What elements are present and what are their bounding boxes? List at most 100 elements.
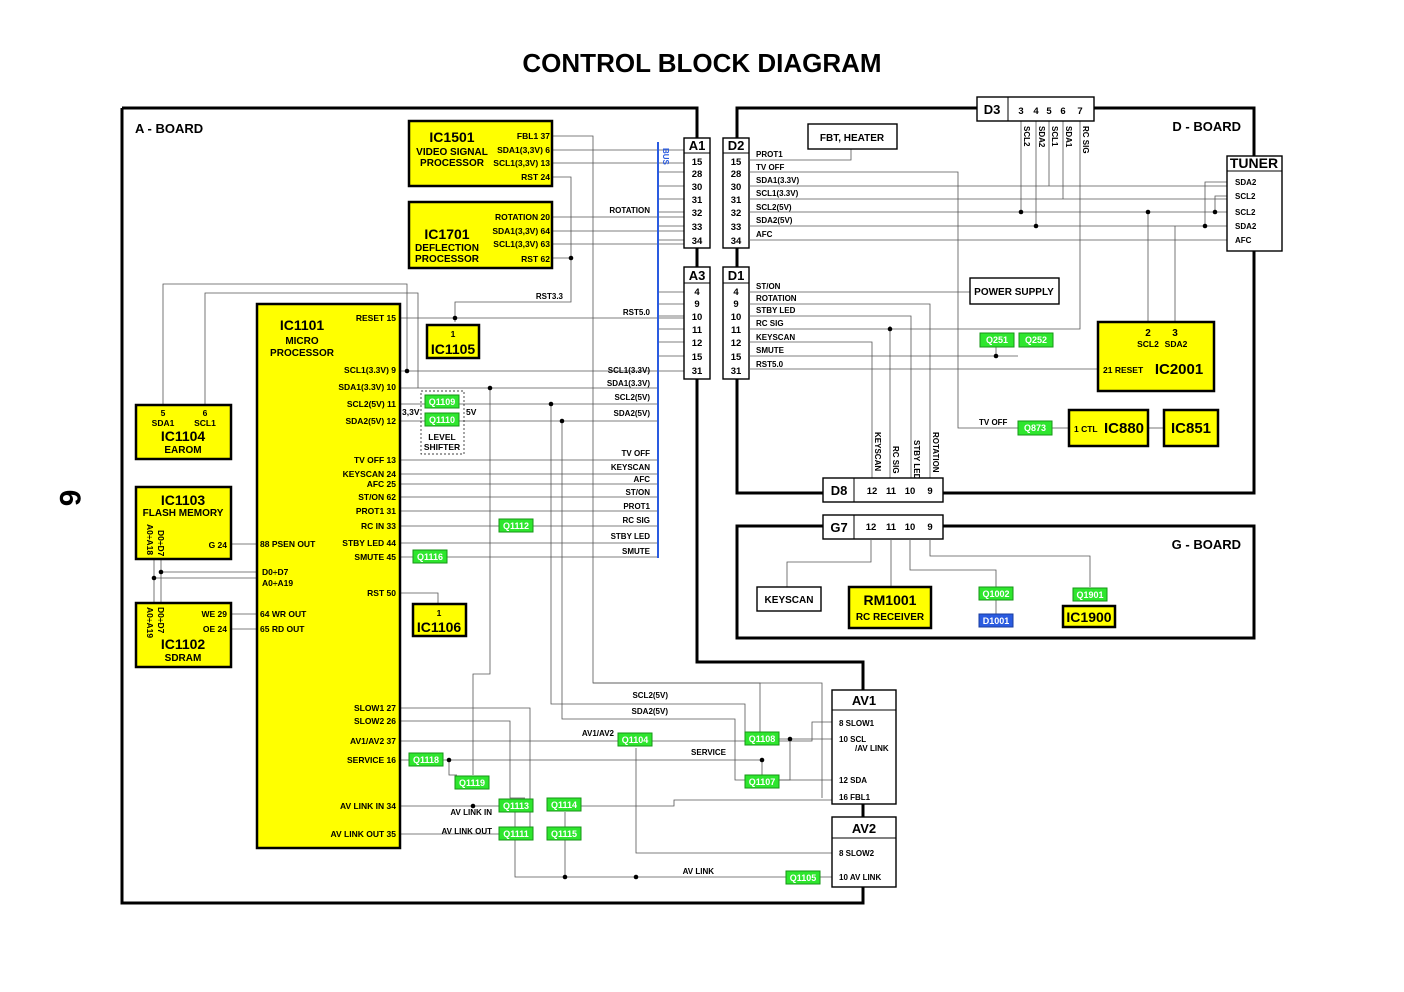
svg-text:9: 9 bbox=[733, 299, 738, 310]
svg-text:34: 34 bbox=[731, 236, 742, 247]
svg-text:D2: D2 bbox=[728, 138, 745, 153]
ic1501-block: IC1501 VIDEO SIGNAL PROCESSOR FBL1 37 SD… bbox=[407, 119, 554, 188]
d-board-label: D - BOARD bbox=[1172, 119, 1241, 134]
svg-text:32: 32 bbox=[731, 208, 742, 219]
svg-text:4: 4 bbox=[733, 287, 739, 298]
svg-text:IC1106: IC1106 bbox=[417, 619, 462, 635]
a-board-signal-labels: ROTATION RST3.3 RST5.0 SCL1(3.3V) SDA1(3… bbox=[441, 206, 726, 876]
svg-text:KEYSCAN: KEYSCAN bbox=[611, 463, 650, 472]
transistor-q1107: Q1107 bbox=[744, 774, 780, 789]
svg-text:KEYSCAN: KEYSCAN bbox=[756, 333, 795, 342]
svg-text:SMUTE: SMUTE bbox=[622, 547, 651, 556]
level-shifter: 3,3V 5V LEVEL SHIFTER bbox=[402, 390, 477, 455]
svg-text:31: 31 bbox=[731, 366, 742, 377]
svg-text:PROT1: PROT1 bbox=[756, 150, 783, 159]
svg-text:STBY LED 44: STBY LED 44 bbox=[342, 538, 396, 548]
av2-connector: AV2 8 SLOW2 10 AV LINK bbox=[831, 816, 897, 888]
g-keyscan-block: KEYSCAN bbox=[756, 586, 822, 612]
svg-text:5: 5 bbox=[161, 408, 166, 418]
svg-text:SCL1(3,3V) 13: SCL1(3,3V) 13 bbox=[493, 158, 550, 168]
svg-text:SDA2: SDA2 bbox=[1235, 178, 1257, 187]
svg-text:AV LINK: AV LINK bbox=[683, 867, 715, 876]
svg-text:SDA1(3.3V) 10: SDA1(3.3V) 10 bbox=[338, 382, 396, 392]
svg-text:A1: A1 bbox=[689, 138, 706, 153]
transistor-q1113: Q1113 bbox=[498, 798, 534, 813]
svg-text:G7: G7 bbox=[830, 520, 847, 535]
svg-text:Q1118: Q1118 bbox=[413, 755, 439, 765]
transistor-q1108: Q1108 bbox=[744, 731, 780, 746]
svg-text:KEYSCAN: KEYSCAN bbox=[765, 595, 814, 606]
transistor-q1002: Q1002 bbox=[978, 586, 1014, 601]
svg-text:D8: D8 bbox=[831, 483, 848, 498]
svg-text:SDA1(3,3V) 6: SDA1(3,3V) 6 bbox=[497, 145, 550, 155]
svg-text:IC2001: IC2001 bbox=[1155, 361, 1203, 378]
svg-text:65 RD OUT: 65 RD OUT bbox=[260, 624, 305, 634]
connector-d1: D1 4 9 10 11 12 15 31 bbox=[722, 266, 750, 380]
svg-text:3: 3 bbox=[1172, 328, 1178, 339]
svg-text:/AV LINK: /AV LINK bbox=[855, 744, 889, 753]
svg-text:10: 10 bbox=[905, 522, 916, 533]
svg-text:TV OFF 13: TV OFF 13 bbox=[354, 455, 396, 465]
svg-text:SDA2: SDA2 bbox=[1037, 126, 1046, 148]
svg-text:SCL1: SCL1 bbox=[194, 418, 216, 428]
transistor-q1104: Q1104 bbox=[617, 732, 653, 747]
svg-text:IC1701: IC1701 bbox=[424, 226, 469, 242]
svg-text:RC RECEIVER: RC RECEIVER bbox=[856, 612, 925, 623]
a-board-junctions bbox=[151, 255, 793, 880]
svg-text:AV LINK OUT: AV LINK OUT bbox=[441, 827, 492, 836]
power-supply-block: POWER SUPPLY bbox=[969, 277, 1060, 305]
svg-text:FBL1 37: FBL1 37 bbox=[517, 131, 550, 141]
svg-text:64 WR OUT: 64 WR OUT bbox=[260, 609, 307, 619]
ic1701-block: IC1701 DEFLECTION PROCESSOR ROTATION 20 … bbox=[407, 200, 554, 270]
av1-connector: AV1 8 SLOW1 10 SCL /AV LINK 12 SDA 16 FB… bbox=[831, 689, 897, 805]
svg-text:ROTATION: ROTATION bbox=[756, 294, 797, 303]
svg-text:Q873: Q873 bbox=[1024, 423, 1046, 433]
svg-text:15: 15 bbox=[731, 352, 742, 363]
svg-text:12: 12 bbox=[692, 338, 703, 349]
svg-text:AV LINK IN 34: AV LINK IN 34 bbox=[340, 801, 396, 811]
svg-text:AV1: AV1 bbox=[852, 693, 876, 708]
svg-text:SCL2(5V): SCL2(5V) bbox=[614, 393, 650, 402]
svg-text:SDA1: SDA1 bbox=[152, 418, 175, 428]
svg-text:POWER SUPPLY: POWER SUPPLY bbox=[974, 287, 1054, 298]
svg-text:33: 33 bbox=[692, 222, 703, 233]
svg-text:30: 30 bbox=[731, 182, 742, 193]
svg-text:PROCESSOR: PROCESSOR bbox=[270, 348, 335, 359]
svg-text:G 24: G 24 bbox=[209, 540, 228, 550]
tuner-block: TUNER SDA2 SCL2 SCL2 SDA2 AFC bbox=[1226, 155, 1283, 252]
svg-text:3,3V: 3,3V bbox=[402, 407, 420, 417]
svg-text:SDA2: SDA2 bbox=[1165, 339, 1188, 349]
transistor-q251: Q251 bbox=[979, 332, 1015, 348]
svg-text:9: 9 bbox=[694, 299, 699, 310]
svg-text:15: 15 bbox=[692, 157, 703, 168]
svg-text:IC1105: IC1105 bbox=[431, 341, 476, 357]
d-board-wires bbox=[749, 120, 1228, 478]
connector-d8: D8 12 11 10 9 bbox=[822, 477, 944, 503]
svg-text:11: 11 bbox=[731, 325, 742, 336]
svg-text:RC IN 33: RC IN 33 bbox=[361, 521, 396, 531]
svg-text:SDA2(5V): SDA2(5V) bbox=[614, 409, 651, 418]
svg-text:ST/ON 62: ST/ON 62 bbox=[358, 492, 396, 502]
svg-text:SHIFTER: SHIFTER bbox=[424, 442, 460, 452]
ic880-block: 1 CTL IC880 bbox=[1067, 408, 1150, 448]
transistors-a: Q1109 Q1110 Q1112 Q1116 Q1118 Q1119 Q111… bbox=[408, 394, 821, 885]
svg-text:32: 32 bbox=[692, 208, 703, 219]
svg-text:TUNER: TUNER bbox=[1230, 155, 1278, 171]
svg-text:SCL1(3.3V): SCL1(3.3V) bbox=[608, 366, 651, 375]
transistors-d: Q251 Q252 Q873 bbox=[979, 332, 1054, 436]
svg-text:D1: D1 bbox=[728, 268, 745, 283]
svg-text:Q1119: Q1119 bbox=[459, 778, 485, 788]
svg-text:AV LINK IN: AV LINK IN bbox=[450, 808, 492, 817]
svg-text:AV LINK OUT 35: AV LINK OUT 35 bbox=[331, 829, 397, 839]
svg-text:11: 11 bbox=[886, 522, 897, 533]
svg-text:Q1115: Q1115 bbox=[551, 829, 577, 839]
svg-text:6: 6 bbox=[203, 408, 208, 418]
svg-text:D0÷D7: D0÷D7 bbox=[156, 530, 166, 557]
connector-d2: D2 15 28 30 31 32 33 34 bbox=[722, 137, 750, 249]
svg-text:Q1116: Q1116 bbox=[417, 552, 443, 562]
svg-text:31: 31 bbox=[692, 195, 703, 206]
svg-text:RM1001: RM1001 bbox=[864, 592, 917, 608]
svg-text:12: 12 bbox=[866, 522, 877, 533]
transistor-q1119: Q1119 bbox=[454, 775, 490, 790]
